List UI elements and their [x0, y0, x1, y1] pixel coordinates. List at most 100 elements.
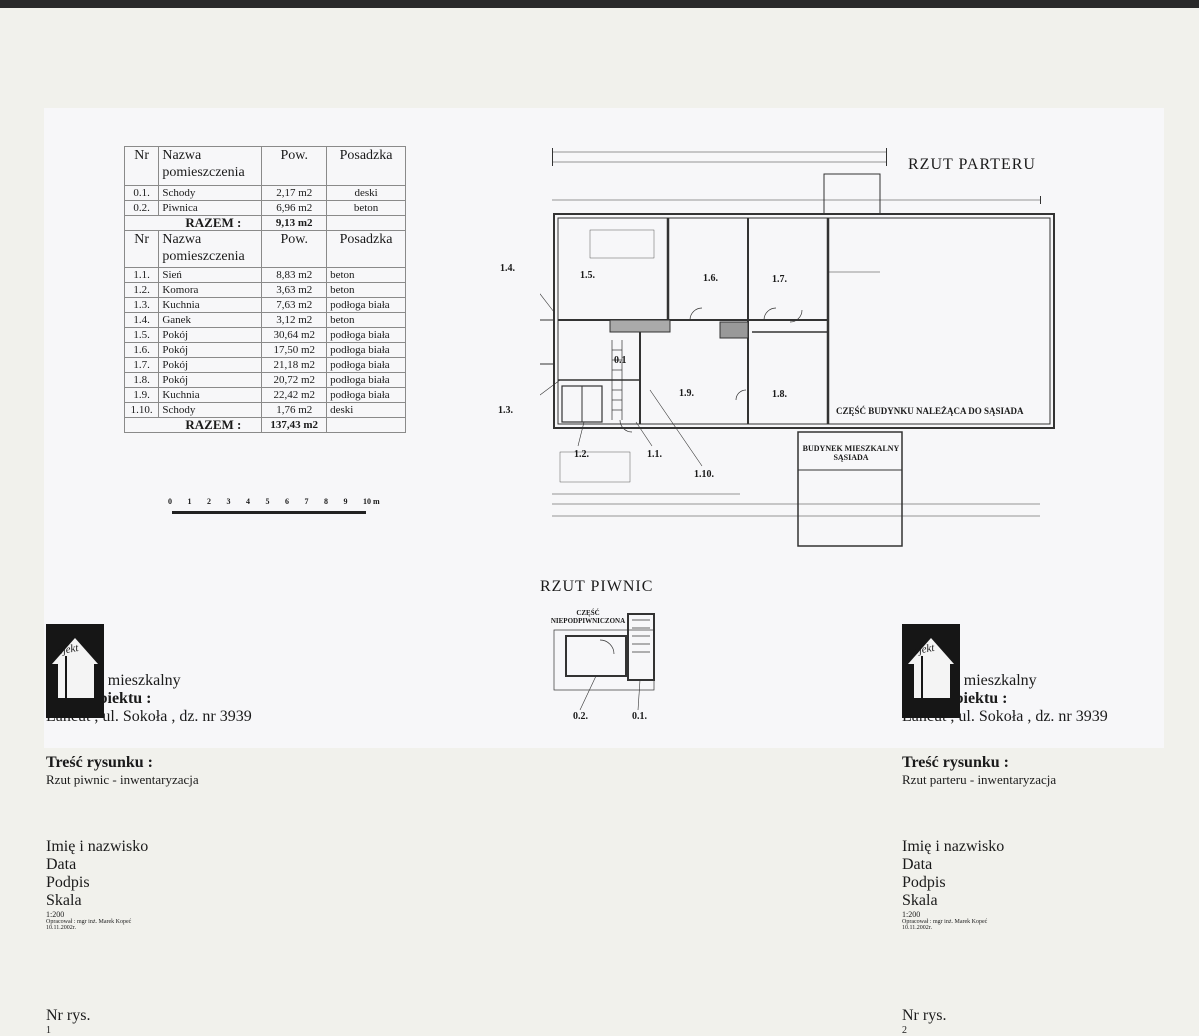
basement-floor-plan — [553, 613, 655, 711]
tb-scale: 1:200 — [46, 910, 65, 919]
cell-nr: 1.3. — [123, 297, 160, 313]
cell-floor: podłoga biała — [326, 342, 406, 358]
cell-area: 30,64 m2 — [261, 327, 328, 343]
tb-col-header: Podpis — [902, 874, 946, 891]
total-value: 9,13 m2 — [261, 215, 328, 231]
title-block-basement: projekt Obiekt : Budynek mieszkalny Adre… — [46, 624, 314, 1036]
cell-area: 20,72 m2 — [261, 372, 328, 388]
cell-name: Kuchnia — [158, 387, 263, 403]
scale-tick: 10 m — [363, 497, 380, 506]
room-label: 0.1. — [632, 711, 647, 722]
header-area: Pow. — [261, 230, 328, 268]
neighbor-building-label: BUDYNEK MIESZKALNY SĄSIADA — [800, 444, 902, 462]
tb-date: 10.11.2002r. — [46, 925, 76, 931]
cell-name: Ganek — [158, 312, 263, 328]
header-area: Pow. — [261, 146, 328, 186]
cell-nr: 1.6. — [123, 342, 160, 358]
cell-name: Pokój — [158, 372, 263, 388]
tb-drawing-number: 1 — [46, 1025, 51, 1036]
scale-tick: 9 — [343, 497, 348, 506]
title-block-ground: projekt Obiekt : Budynek mieszkalny Adre… — [902, 624, 1168, 1036]
table-header-ground: Nr Nazwa pomieszczenia Pow. Posadzka — [123, 230, 406, 268]
scale-tick: 3 — [226, 497, 231, 506]
cell-floor: podłoga biała — [326, 327, 406, 343]
scale-tick: 0 — [168, 497, 172, 506]
tb-date: 10.11.2002r. — [902, 925, 932, 931]
tb-col-header: Podpis — [46, 874, 90, 891]
ground-floor-plan — [540, 148, 1055, 547]
cell-area: 3,63 m2 — [261, 282, 328, 298]
tb-col-header: Imię i nazwisko — [902, 838, 1005, 855]
tb-cell — [46, 983, 88, 1007]
table-header-basement: Nr Nazwa pomieszczenia Pow. Posadzka — [123, 146, 406, 186]
table-total-ground: RAZEM : 137,43 m2 — [123, 417, 406, 433]
scale-tick: 2 — [207, 497, 211, 506]
total-label: RAZEM : — [123, 215, 263, 231]
scale-tick: 1 — [187, 497, 192, 506]
room-label: 1.10. — [694, 469, 714, 480]
ground-plan-title: RZUT PARTERU — [908, 156, 1036, 173]
room-label: 1.7. — [772, 274, 787, 285]
cell-area: 2,17 m2 — [261, 185, 328, 201]
tb-cell — [46, 931, 84, 957]
cell-name: Pokój — [158, 357, 263, 373]
basement-note-line: NIEPODPIWNICZONA — [550, 617, 626, 625]
cell-name: Komora — [158, 282, 263, 298]
tb-cell — [46, 957, 88, 983]
company-logo — [46, 624, 104, 718]
tb-row-author — [902, 788, 1112, 838]
cell-name: Sień — [158, 267, 263, 283]
cell-nr: 1.1. — [123, 267, 160, 283]
tb-col-header: Data — [902, 856, 933, 873]
header-floor: Posadzka — [326, 230, 406, 268]
cell-floor: deski — [326, 185, 406, 201]
cell-floor: podłoga biała — [326, 357, 406, 373]
room-label: 1.1. — [647, 449, 662, 460]
cell-nr: 1.7. — [123, 357, 160, 373]
basement-note-line: CZĘŚĆ — [576, 609, 600, 617]
room-label: 1.6. — [703, 273, 718, 284]
total-label: RAZEM : — [123, 417, 263, 433]
cell-name: Pokój — [158, 342, 263, 358]
header-name: Nazwa pomieszczenia — [158, 230, 263, 268]
tb-col-header: Skala — [46, 892, 82, 909]
scale-tick: 6 — [285, 497, 289, 506]
tb-label: Nr rys. — [46, 1007, 91, 1024]
tb-col-header: Data — [46, 856, 77, 873]
room-label: 1.2. — [574, 449, 589, 460]
tb-col-header: Imię i nazwisko — [46, 838, 149, 855]
empty-cell — [326, 417, 406, 433]
neighbor-building-line: SĄSIADA — [833, 453, 869, 462]
tb-cell — [902, 983, 944, 1007]
cell-floor: podłoga biała — [326, 387, 406, 403]
table-row: 0.1. Schody 2,17 m2 deski — [123, 185, 406, 201]
neighbor-building-line: BUDYNEK MIESZKALNY — [802, 444, 900, 453]
tb-col-header: Skala — [902, 892, 938, 909]
room-label: 1.5. — [580, 270, 595, 281]
room-area-table: Nr Nazwa pomieszczenia Pow. Posadzka 0.1… — [123, 146, 406, 433]
tb-label: Nr rys. — [902, 1007, 947, 1024]
scale-tick: 5 — [265, 497, 270, 506]
cell-nr: 0.1. — [123, 185, 160, 201]
room-label: 1.4. — [500, 263, 515, 274]
table-row: 0.2. Piwnica 6,96 m2 beton — [123, 200, 406, 216]
cell-nr: 1.5. — [123, 327, 160, 343]
room-label: 0.1 — [614, 355, 627, 366]
scale-bar-line — [172, 511, 366, 514]
cell-name: Piwnica — [158, 200, 263, 216]
basement-note: CZĘŚĆ NIEPODPIWNICZONA — [548, 609, 628, 625]
header-nr: Nr — [123, 146, 160, 186]
scale-tick: 4 — [246, 497, 250, 506]
cell-floor: podłoga biała — [326, 372, 406, 388]
scale-tick: 8 — [324, 497, 328, 506]
tb-row-author — [46, 788, 256, 838]
